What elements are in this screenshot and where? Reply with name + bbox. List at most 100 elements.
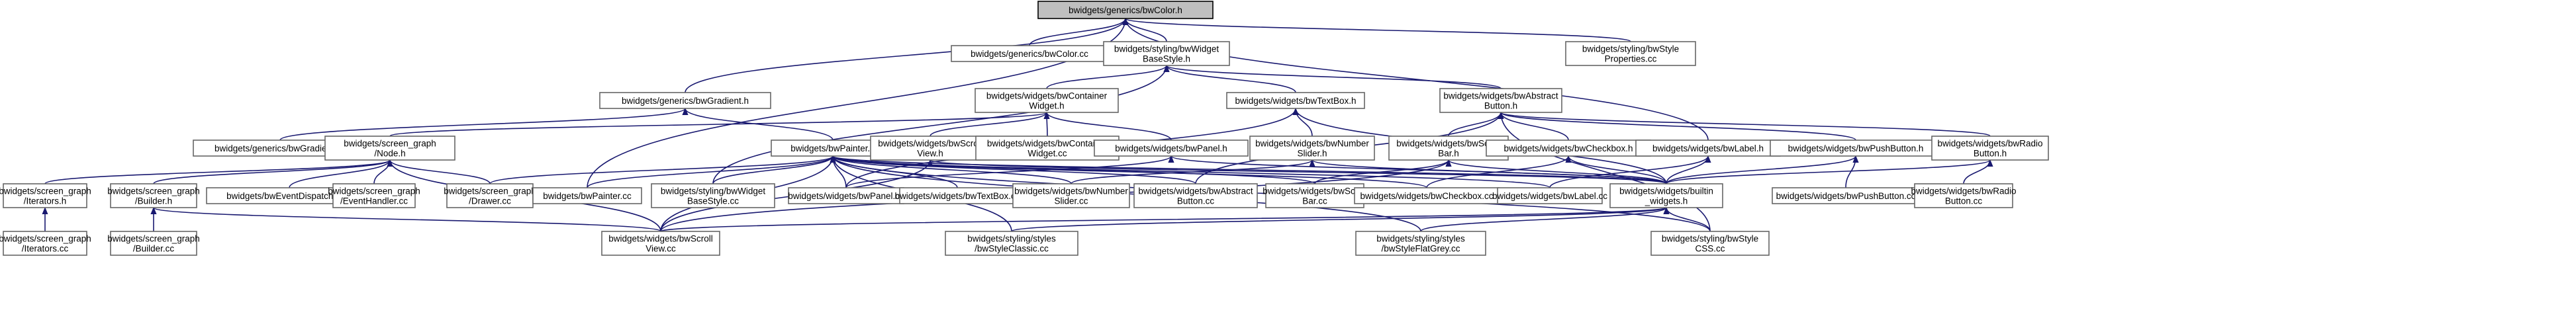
node-label-line: bwidgets/styling/bwStyle bbox=[1582, 44, 1679, 54]
node-iterators_cc[interactable]: bwidgets/screen_graph/Iterators.cc bbox=[0, 231, 91, 256]
node-bwpushbutton_cc[interactable]: bwidgets/widgets/bwPushButton.cc bbox=[1772, 187, 1920, 204]
edges-layer bbox=[42, 18, 1993, 232]
node-bwtextbox_cc[interactable]: bwidgets/widgets/bwTextBox.cc bbox=[894, 187, 1020, 204]
node-bwstyleclassic_cc[interactable]: bwidgets/styling/styles/bwStyleClassic.c… bbox=[945, 231, 1078, 256]
node-label-line: bwidgets/widgets/bwTextBox.cc bbox=[894, 191, 1020, 201]
node-box bbox=[1609, 183, 1723, 208]
node-label-line: bwidgets/generics/bwColor.cc bbox=[971, 49, 1088, 59]
node-label-line: CSS.cc bbox=[1695, 244, 1725, 254]
node-label-line: bwidgets/widgets/bwScroll bbox=[1396, 139, 1501, 149]
node-iterators_h[interactable]: bwidgets/screen_graph/Iterators.h bbox=[0, 183, 91, 208]
edge-bwcheckbox_cc-to-bwpainter_h bbox=[830, 155, 1427, 188]
node-box bbox=[324, 136, 455, 161]
node-label-line: _widgets.h bbox=[1645, 196, 1688, 206]
node-label-line: bwidgets/widgets/bwScroll bbox=[608, 234, 713, 244]
node-box bbox=[1094, 140, 1249, 157]
node-box bbox=[3, 183, 87, 208]
node-bwtextbox_h[interactable]: bwidgets/widgets/bwTextBox.h bbox=[1226, 92, 1365, 109]
edge-builtin_widgets_h-to-bwlabel_h bbox=[1666, 155, 1711, 184]
node-label-line: bwidgets/widgets/bwPushButton.h bbox=[1788, 143, 1924, 153]
node-box bbox=[1931, 136, 2049, 161]
node-label-line: bwidgets/styling/styles bbox=[967, 234, 1056, 244]
edge-bwgradient_cc-to-bwgradient_h bbox=[279, 108, 689, 141]
node-bwcheckbox_h[interactable]: bwidgets/widgets/bwCheckbox.h bbox=[1486, 140, 1651, 157]
node-label-line: Properties.cc bbox=[1605, 54, 1657, 64]
node-box bbox=[951, 45, 1108, 62]
node-bwlabel_cc[interactable]: bwidgets/widgets/bwLabel.cc bbox=[1492, 187, 1607, 204]
node-bwcolor_cc[interactable]: bwidgets/generics/bwColor.cc bbox=[951, 45, 1108, 62]
node-label-line: bwidgets/widgets/bwLabel.h bbox=[1652, 143, 1764, 153]
node-box bbox=[1565, 41, 1696, 66]
edge-builtin_widgets_h-to-bwpainter_h bbox=[830, 155, 1667, 184]
node-label-line: bwidgets/screen_graph bbox=[328, 186, 420, 196]
node-box bbox=[1439, 88, 1562, 113]
edge-builtin_widgets_h-to-bwscrollbar_h bbox=[1445, 159, 1667, 184]
node-label-line: bwidgets/widgets/bwPanel.h bbox=[1115, 143, 1227, 153]
node-label-line: bwidgets/generics/bwGradient.h bbox=[622, 96, 749, 106]
node-box bbox=[945, 231, 1078, 256]
node-label-line: View.cc bbox=[645, 244, 676, 254]
node-label-line: bwidgets/widgets/bwPanel.cc bbox=[788, 191, 904, 201]
node-bwgradient_h[interactable]: bwidgets/generics/bwGradient.h bbox=[599, 92, 771, 109]
node-label-line: /bwStyleFlatGrey.cc bbox=[1381, 244, 1460, 254]
edge-bwstyleproperties_cc-to-root bbox=[1122, 18, 1631, 42]
edge-bwnumberslider_h-to-bwtextbox_h bbox=[1292, 108, 1313, 137]
node-box bbox=[1037, 1, 1214, 19]
node-eventhandler_cc[interactable]: bwidgets/screen_graph/EventHandler.cc bbox=[328, 183, 420, 208]
node-drawer_cc[interactable]: bwidgets/screen_graph/Drawer.cc bbox=[444, 183, 536, 208]
node-bwpainter_cc[interactable]: bwidgets/bwPainter.cc bbox=[532, 187, 642, 204]
node-node_h[interactable]: bwidgets/screen_graph/Node.h bbox=[324, 136, 455, 161]
node-bwcheckbox_cc[interactable]: bwidgets/widgets/bwCheckbox.cc bbox=[1354, 187, 1500, 204]
node-box bbox=[599, 92, 771, 109]
edge-bwstylecss_cc-to-builtin_widgets_h bbox=[1663, 207, 1711, 232]
node-box bbox=[1650, 231, 1770, 256]
node-label-line: /Iterators.cc bbox=[22, 244, 69, 254]
node-root[interactable]: bwidgets/generics/bwColor.h bbox=[1037, 1, 1214, 19]
node-box bbox=[1249, 136, 1375, 161]
edge-bweventdispatcher_cc-to-node_h bbox=[289, 159, 393, 188]
node-label-line: /Drawer.cc bbox=[469, 196, 511, 206]
node-label-line: bwidgets/generics/bwColor.h bbox=[1069, 5, 1182, 15]
edge-bwscrollview_cc-to-builtin_widgets_h bbox=[660, 207, 1669, 232]
node-label-line: bwidgets/widgets/bwContainer bbox=[987, 139, 1108, 149]
node-label-line: BaseStyle.h bbox=[1143, 54, 1190, 64]
node-label-line: Slider.h bbox=[1297, 149, 1327, 159]
node-box bbox=[1497, 187, 1603, 204]
node-box bbox=[601, 231, 720, 256]
edge-builtin_widgets_h-to-bwpushbutton_h bbox=[1666, 155, 1859, 184]
node-bwstyleflatgrey_cc[interactable]: bwidgets/styling/styles/bwStyleFlatGrey.… bbox=[1355, 231, 1486, 256]
node-box bbox=[3, 231, 87, 256]
node-box bbox=[532, 187, 642, 204]
node-builder_cc[interactable]: bwidgets/screen_graph/Builder.cc bbox=[107, 231, 200, 256]
node-label-line: Slider.cc bbox=[1054, 196, 1088, 206]
node-box bbox=[975, 88, 1119, 113]
node-builder_h[interactable]: bwidgets/screen_graph/Builder.h bbox=[107, 183, 200, 208]
edge-bwlabel_h-to-root bbox=[1122, 18, 1709, 141]
node-builtin_widgets_h[interactable]: bwidgets/widgets/builtin_widgets.h bbox=[1609, 183, 1723, 208]
node-bwlabel_h[interactable]: bwidgets/widgets/bwLabel.h bbox=[1635, 140, 1781, 157]
node-label-line: Widget.h bbox=[1029, 101, 1064, 111]
node-bwpanel_h[interactable]: bwidgets/widgets/bwPanel.h bbox=[1094, 140, 1249, 157]
node-label-line: bwidgets/widgets/bwNumber bbox=[1014, 186, 1128, 196]
edge-builder_h-to-node_h bbox=[153, 159, 393, 184]
node-label-line: bwidgets/widgets/bwRadio bbox=[1911, 186, 2016, 196]
node-bwpanel_cc[interactable]: bwidgets/widgets/bwPanel.cc bbox=[788, 187, 904, 204]
node-bwpushbutton_h[interactable]: bwidgets/widgets/bwPushButton.h bbox=[1770, 140, 1942, 157]
edge-builtin_widgets_h-to-bwnumberslider_h bbox=[1309, 159, 1667, 184]
node-label-line: bwidgets/widgets/bwNumber bbox=[1255, 139, 1369, 149]
